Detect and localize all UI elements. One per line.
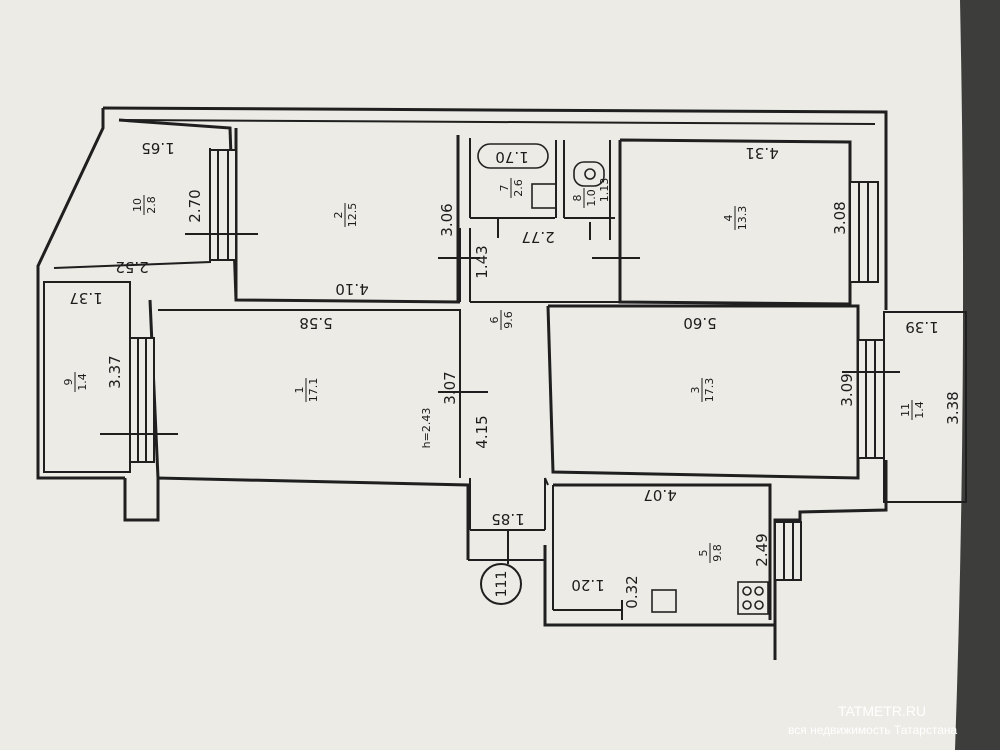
windows [129,149,885,581]
room-number: 8 [571,195,584,202]
room-area: 2.8 [145,196,158,214]
room-number: 1 [293,387,306,394]
dimension-label: 1.37 [69,289,102,307]
dimension-label: 1.65 [141,139,174,157]
dimension-label: 4.31 [745,144,778,162]
room-area: 13.3 [736,206,749,231]
room-area: 1.4 [76,373,89,391]
room-number: 5 [697,550,710,557]
exterior-walls [36,106,888,660]
bathtub-icon [477,143,549,169]
dimension-label: 3.09 [838,373,856,406]
dimension-label: 1.43 [473,245,491,278]
toilet-icon [573,161,605,187]
room-number: 9 [62,379,75,386]
dimension-label: 3.38 [944,391,962,424]
dimension-label: 4.10 [335,280,368,298]
dimension-label: 3.06 [438,203,456,236]
dimension-label: 1.39 [905,318,938,336]
dimension-label: 3.07 [441,371,459,404]
dimension-label: 4.15 [473,415,491,448]
room-number: 10 [131,198,144,212]
sheet-number: 111 [494,571,510,598]
washbasin-icon [531,183,557,209]
sink-icon [651,589,677,613]
window-room-3 [857,339,885,459]
sheet-number-stamp: 111 [480,563,522,605]
dimension-label: 2.49 [753,533,771,566]
room-area: 1.0 [585,189,598,207]
dimension-label: 5.60 [683,314,716,332]
dimension-label: 1.13 [598,178,611,203]
watermark: TATMETR.RU вся недвижимость Татарстана [788,703,957,737]
door-marks [100,218,900,564]
paper-sheet [0,0,964,750]
room-number: 7 [498,185,511,192]
room-number: 2 [332,212,345,219]
room-number: 6 [488,317,501,324]
window-room-10 [209,149,237,261]
dimension-label: 2.77 [521,228,554,246]
room-number: 3 [689,387,702,394]
watermark-site: TATMETR.RU [838,703,926,719]
room-labels: 10 2.8 2 12.5 7 2.6 8 1.0 4 13.3 6 9.6 [62,178,926,563]
fixtures [477,143,769,615]
window-room-4 [849,181,879,283]
watermark-tagline: вся недвижимость Татарстана [788,723,957,737]
room-number: 4 [722,215,735,222]
room-area: 9.8 [711,544,724,562]
room-area: 17.1 [307,378,320,403]
dimension-label: 0.32 [623,575,641,608]
dimension-label: 2.52 [115,258,148,276]
window-kitchen [774,521,802,581]
dimension-label: 2.70 [186,189,204,222]
window-balcony-9 [129,337,155,463]
dimension-label: 3.37 [106,355,124,388]
room-area: 17.3 [703,378,716,403]
room-number: 11 [899,403,912,417]
dimension-label: 4.07 [643,486,676,504]
ceiling-height-label: h=2.43 [420,408,433,449]
dimension-label: 1.70 [495,148,528,166]
dimension-label: 1.85 [491,510,524,528]
stove-icon [737,581,769,615]
room-area: 2.6 [512,179,525,197]
dimension-label: 3.08 [831,201,849,234]
room-area: 1.4 [913,401,926,419]
dimension-labels: 1.65 2.70 2.52 3.06 4.10 1.70 1.13 2.77 … [69,139,962,609]
dimension-label: 1.20 [571,576,604,594]
dimension-label: 5.58 [299,314,332,332]
room-area: 9.6 [502,311,515,329]
room-area: 12.5 [346,203,359,228]
